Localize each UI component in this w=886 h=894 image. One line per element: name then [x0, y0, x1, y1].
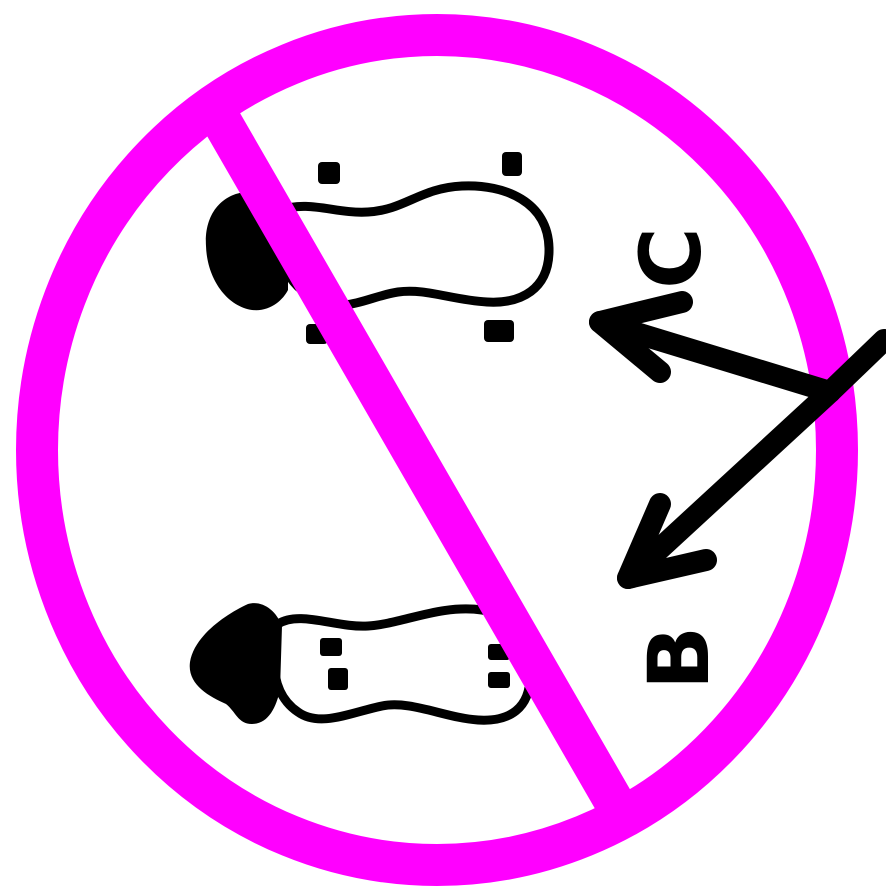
prohibition-ring — [37, 35, 837, 865]
label-c: C — [622, 227, 720, 289]
lower-footprint-dot — [320, 638, 342, 656]
label-b: B — [630, 626, 728, 690]
lower-footprint-dot — [328, 668, 348, 690]
upper-footprint-dot — [318, 162, 340, 184]
lower-footprint-heel — [190, 603, 282, 724]
lower-footprint-dot — [488, 672, 510, 688]
upper-footprint-dot — [502, 152, 522, 176]
lower-footprint-icon — [190, 603, 530, 724]
upper-footprint-dot — [484, 320, 514, 342]
arrow-to-b-shaft — [628, 392, 830, 578]
prohibition-circle-icon — [37, 35, 837, 865]
